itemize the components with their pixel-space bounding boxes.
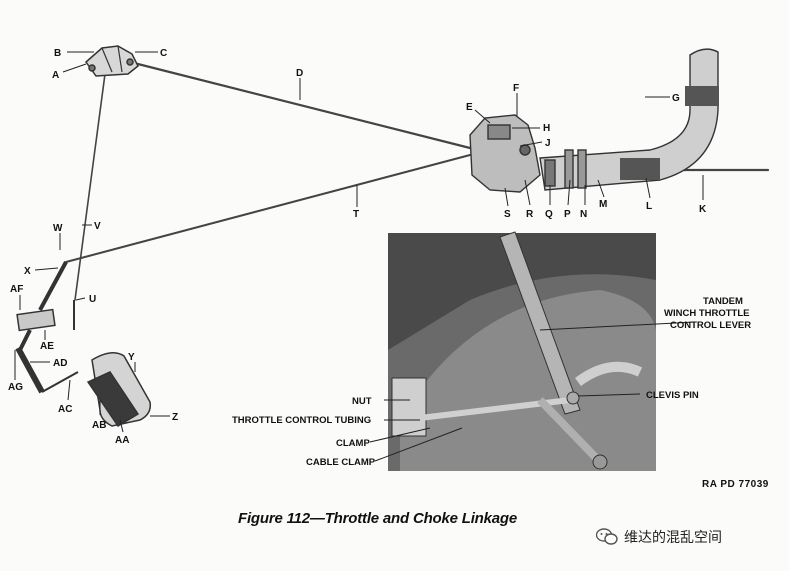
pedal-linkage	[15, 261, 152, 428]
callout-h: H	[543, 123, 550, 134]
callout-af: AF	[10, 284, 23, 295]
callout-j: J	[545, 138, 551, 149]
callout-u: U	[89, 294, 96, 305]
inset-photo	[388, 231, 656, 471]
callout-f: F	[513, 83, 519, 94]
callout-labels: B A C D F G E H J K L M N P Q R S T V W …	[8, 48, 707, 446]
callout-b: B	[54, 48, 61, 59]
callout-g: G	[672, 93, 680, 104]
callout-x: X	[24, 266, 31, 277]
callout-m: M	[599, 199, 607, 210]
callout-y: Y	[128, 352, 135, 363]
figure-reference-number: RA PD 77039	[702, 479, 769, 490]
watermark: 维达的混乱空间	[596, 527, 722, 547]
label-nut: NUT	[352, 396, 372, 407]
callout-ad: AD	[53, 358, 67, 369]
callout-q: Q	[545, 209, 553, 220]
label-tandem-line1: TANDEM	[703, 296, 743, 307]
callout-n: N	[580, 209, 587, 220]
callout-ag: AG	[8, 382, 23, 393]
label-clamp: CLAMP	[336, 438, 370, 449]
watermark-text: 维达的混乱空间	[624, 530, 722, 546]
callout-p: P	[564, 209, 571, 220]
callout-ae: AE	[40, 341, 54, 352]
wechat-icon	[596, 528, 618, 545]
callout-k: K	[699, 204, 707, 215]
callout-ab: AB	[92, 420, 106, 431]
label-tandem-line3: CONTROL LEVER	[670, 320, 751, 331]
callout-e: E	[466, 102, 473, 113]
callout-z: Z	[172, 412, 178, 423]
figure-caption: Figure 112—Throttle and Choke Linkage	[238, 510, 518, 527]
label-cable-clamp: CABLE CLAMP	[306, 457, 376, 468]
callout-l: L	[646, 201, 652, 212]
callout-t: T	[353, 209, 359, 220]
label-throttle-tubing: THROTTLE CONTROL TUBING	[232, 415, 371, 426]
callout-a: A	[52, 70, 59, 81]
callout-v: V	[94, 221, 101, 232]
callout-s: S	[504, 209, 511, 220]
callout-ac: AC	[58, 404, 72, 415]
label-tandem-line2: WINCH THROTTLE	[664, 308, 750, 319]
callout-aa: AA	[115, 435, 129, 446]
leader-lines	[14, 51, 704, 462]
callout-c: C	[160, 48, 167, 59]
callout-d: D	[296, 68, 303, 79]
bellcrank-assembly	[84, 45, 139, 77]
carburetor-assembly	[469, 48, 719, 193]
label-clevis-pin: CLEVIS PIN	[646, 390, 699, 401]
inset-labels: TANDEM WINCH THROTTLE CONTROL LEVER CLEV…	[232, 296, 751, 468]
callout-w: W	[53, 223, 63, 234]
callout-r: R	[526, 209, 534, 220]
